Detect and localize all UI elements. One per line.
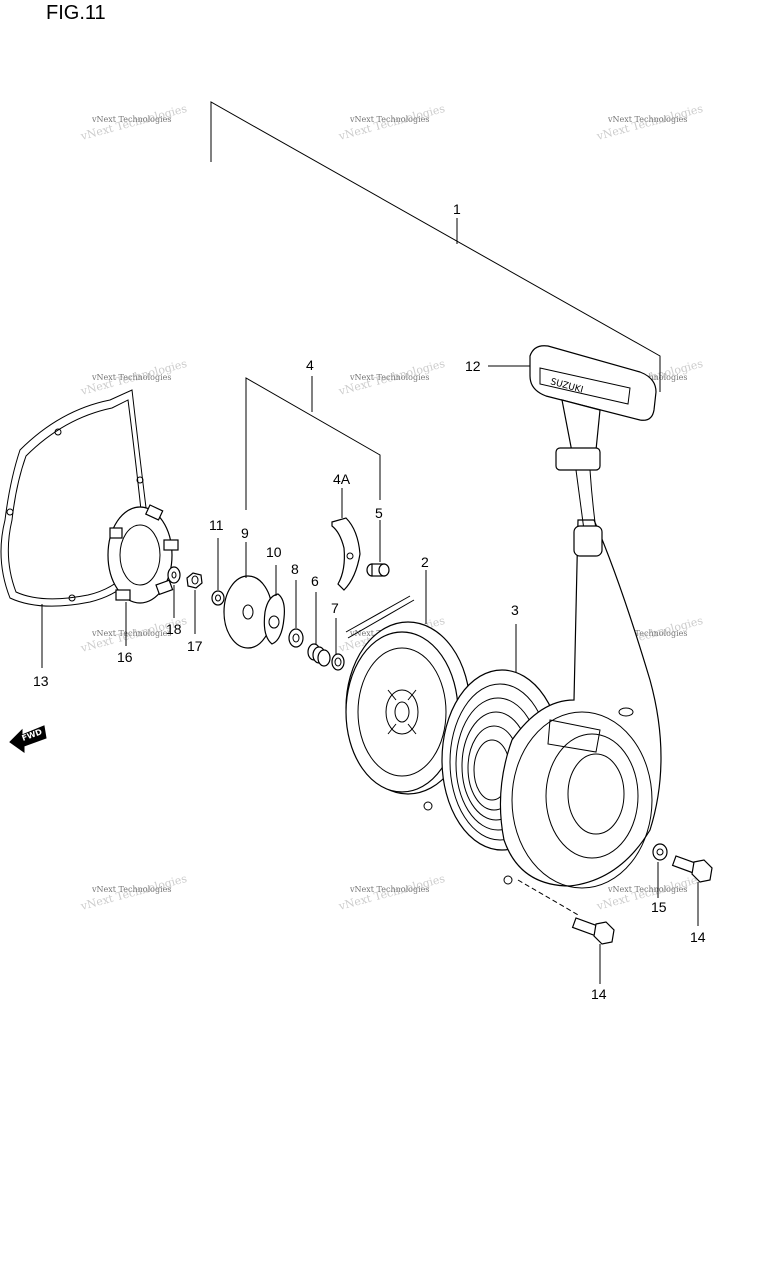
callout-labels: 1 2 3 4 4A 5 6 7 8 9 10 11 12 13 14 14 1… (33, 201, 706, 1002)
spring-part-8 (288, 580, 304, 648)
callout-15: 15 (651, 899, 667, 915)
callout-10: 10 (266, 544, 282, 560)
watermark: vNext Technologies (607, 629, 687, 638)
bolt-part-14-lower (517, 879, 615, 984)
watermark: vNext Technologies (91, 373, 171, 382)
watermark: vNext Technologies (91, 115, 171, 124)
callout-14-lower: 14 (591, 986, 607, 1002)
washer-part-18 (167, 566, 181, 618)
callout-13: 13 (33, 673, 49, 689)
spring-part-6 (307, 592, 331, 667)
starter-rope (573, 469, 603, 557)
watermark: vNext Technologies (349, 373, 429, 382)
callout-9: 9 (241, 525, 249, 541)
starter-handle-part-12: SUZUKI (488, 345, 657, 471)
drive-plate-part-16 (107, 504, 179, 646)
callout-3: 3 (511, 602, 519, 618)
callout-6: 6 (311, 573, 319, 589)
watermark: vNext Technologies (349, 885, 429, 894)
callout-2: 2 (421, 554, 429, 570)
watermark: vNext Technologies (91, 885, 171, 894)
callout-11: 11 (209, 517, 224, 533)
nut-part-17 (186, 572, 203, 634)
nut-part-11 (211, 538, 225, 606)
collar-part-7 (331, 618, 345, 671)
watermark: vNext Technologies (607, 115, 687, 124)
watermark: vNext Technologies (349, 115, 429, 124)
callout-7: 7 (331, 600, 339, 616)
callout-14-upper: 14 (690, 929, 706, 945)
watermark: vNext Technologies (607, 885, 687, 894)
callout-16: 16 (117, 649, 133, 665)
callout-18: 18 (166, 621, 182, 637)
callout-12: 12 (465, 358, 481, 374)
pawl-part-4a (331, 488, 361, 591)
figure-title: FIG.11 (46, 2, 106, 24)
callout-8: 8 (291, 561, 299, 577)
bolt-part-14-upper (671, 855, 713, 926)
ratchet-part-10 (263, 565, 285, 645)
fwd-direction-arrow: FWD (9, 725, 47, 753)
callout-1: 1 (453, 201, 461, 217)
starter-case (423, 519, 662, 889)
reel-pulley-part-2 (345, 570, 471, 795)
pin-part-5 (366, 520, 390, 577)
watermark: vNext Technologies (91, 629, 171, 638)
washer-part-15 (652, 843, 668, 898)
callout-4: 4 (306, 357, 314, 373)
assembly-1-bracket (210, 101, 661, 392)
assembly-4-bracket (245, 376, 381, 510)
callout-17: 17 (187, 638, 203, 654)
callout-5: 5 (375, 505, 383, 521)
gasket-part-13 (0, 389, 151, 668)
callout-4a: 4A (333, 471, 351, 487)
